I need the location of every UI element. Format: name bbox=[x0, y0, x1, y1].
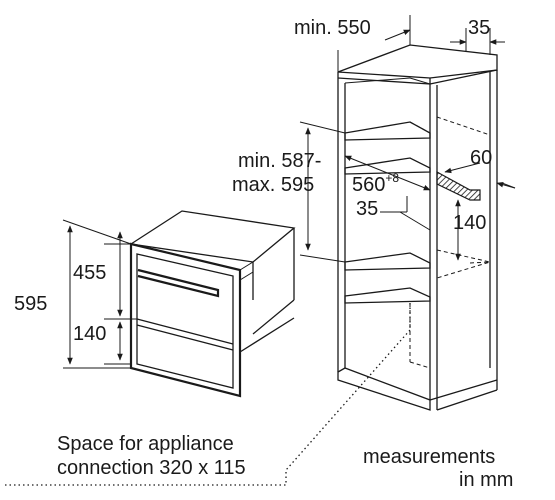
connection-note-line1: Space for appliance bbox=[57, 433, 234, 455]
niche-depth-tolerance: +8 bbox=[385, 171, 400, 185]
drawer-height-label: 140 bbox=[73, 323, 107, 345]
shelf-offset-label: 35 bbox=[356, 198, 379, 220]
power-socket-hatched-icon bbox=[436, 170, 481, 201]
connection-note-line2: connection 320 x 115 bbox=[57, 457, 246, 479]
front-height-label: 455 bbox=[73, 262, 107, 284]
units-note-line1: measurements bbox=[363, 446, 496, 468]
niche-height-max-label: max. 595 bbox=[232, 174, 315, 196]
socket-width-label: 60 bbox=[470, 147, 493, 169]
cabinet-width-label: min. 550 bbox=[294, 17, 371, 39]
niche-depth-label: 560+8 bbox=[352, 172, 399, 196]
built-in-oven-icon bbox=[129, 210, 296, 398]
dimension-lines bbox=[5, 15, 516, 486]
tall-cabinet-icon bbox=[337, 44, 498, 411]
units-note-line2: in mm bbox=[459, 469, 514, 491]
niche-depth-value: 560 bbox=[352, 174, 386, 196]
appliance-height-label: 595 bbox=[14, 293, 48, 315]
side-depth-label: 35 bbox=[468, 17, 491, 39]
socket-height-label: 140 bbox=[453, 212, 487, 234]
niche-height-min-label: min. 587- bbox=[238, 150, 322, 172]
